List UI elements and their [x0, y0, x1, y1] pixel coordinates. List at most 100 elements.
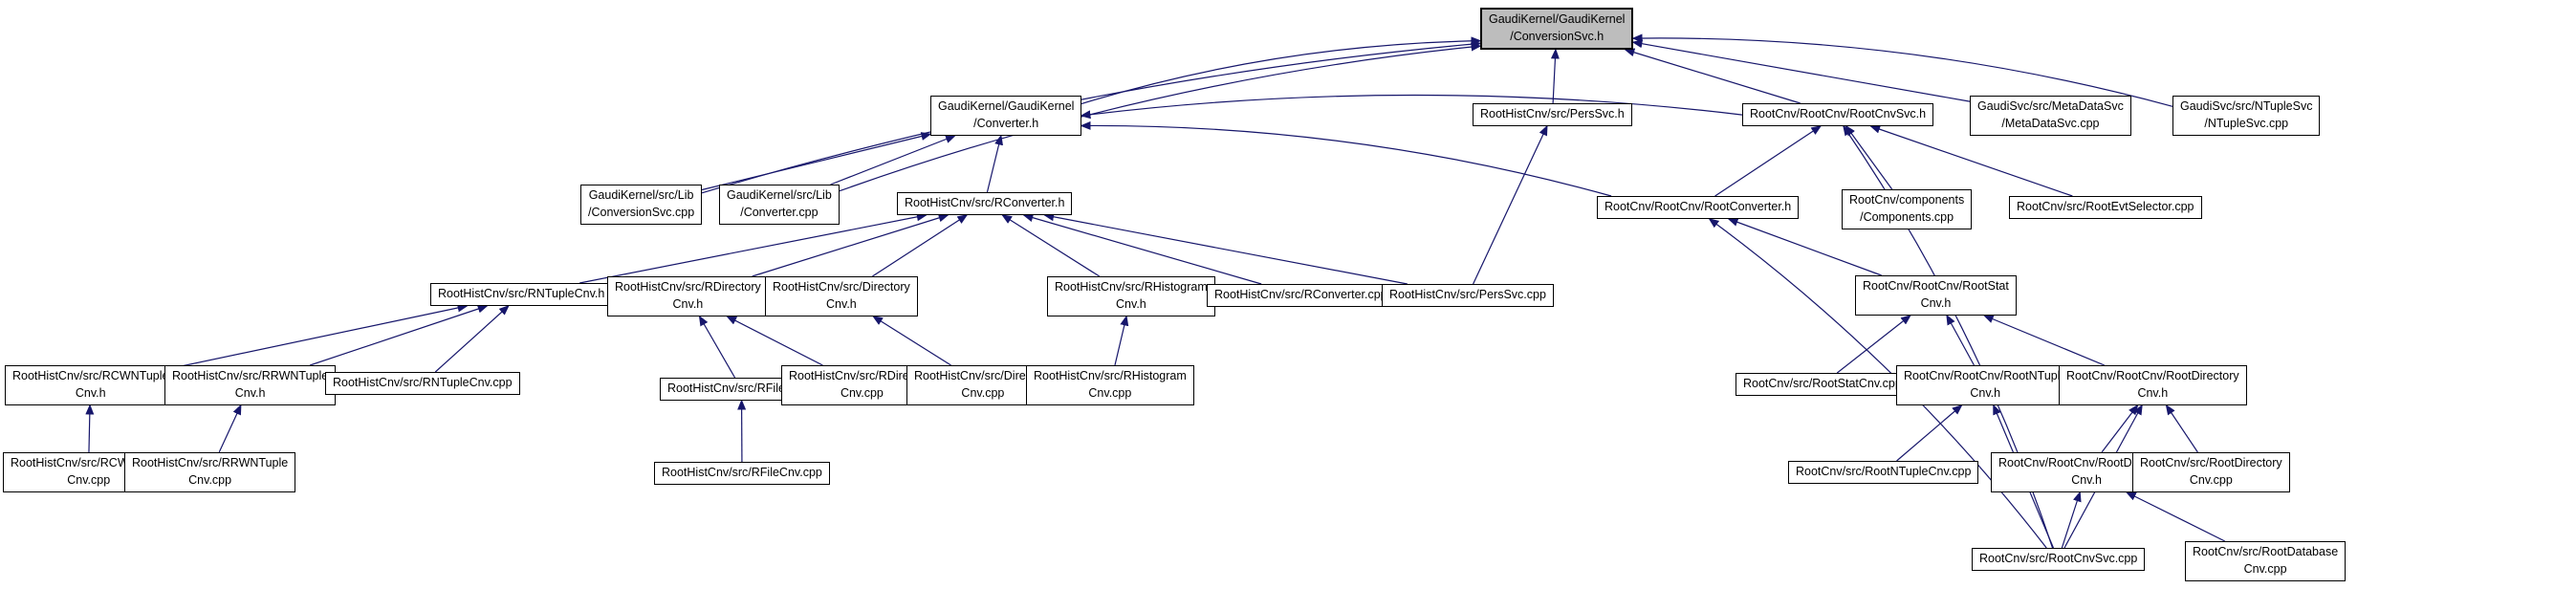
graph-node-label: Cnv.cpp — [840, 385, 884, 400]
graph-node-label: /Components.cpp — [1860, 209, 1954, 224]
graph-node-label: Cnv.h — [1116, 296, 1146, 311]
graph-node-label: RootCnv/RootCnv/RootDatabase — [1998, 456, 2175, 469]
graph-node-label: RootCnv/RootCnv/RootDirectory — [2066, 369, 2239, 382]
graph-node-label: RootCnv/RootCnv/RootCnvSvc.h — [1750, 107, 1927, 120]
include-edge-c-to-a — [1550, 48, 1560, 104]
include-edge-g-to-b — [701, 132, 932, 191]
include-edge-o-to-i — [872, 214, 969, 277]
graph-node-rootcnv-components-components-cpp[interactable]: RootCnv/components/Components.cpp — [1842, 189, 1973, 229]
graph-node-label: Cnv.h — [2071, 472, 2102, 487]
graph-node-gaudisvc-src-metadatasvc-metadatasvc-cpp[interactable]: GaudiSvc/src/MetaDataSvc/MetaDataSvc.cpp — [1970, 96, 2131, 136]
graph-node-label: Cnv.cpp — [188, 472, 232, 487]
graph-node-label: RootCnv/src/RootDirectory — [2140, 456, 2282, 469]
graph-node-label: GaudiSvc/src/NTupleSvc — [2180, 99, 2313, 113]
graph-node-label: RootHistCnv/src/RCWNTuple — [12, 369, 169, 382]
graph-node-rootcnv-src-rootstatcnv-cpp[interactable]: RootCnv/src/RootStatCnv.cpp — [1736, 373, 1910, 396]
graph-node-label: RootHistCnv/src/RDirectory — [789, 369, 935, 382]
graph-node-rootcnv-src-rootntuplecnv-cpp[interactable]: RootCnv/src/RootNTupleCnv.cpp — [1788, 461, 1979, 484]
include-edge-ag-to-ai — [2061, 491, 2082, 549]
graph-node-label: /ConversionSvc.cpp — [588, 205, 695, 219]
include-edge-y-to-o — [872, 316, 951, 366]
graph-node-label: GaudiKernel/GaudiKernel — [1489, 12, 1626, 26]
graph-node-roothistcnv-src-rfilecnv-cpp[interactable]: RootHistCnv/src/RFileCnv.cpp — [654, 462, 830, 485]
graph-node-label: RootHistCnv/src/RDirectory — [615, 280, 761, 294]
graph-node-label: Cnv.h — [234, 385, 266, 400]
graph-node-rootcnv-src-rootcnvsvc-cpp[interactable]: RootCnv/src/RootCnvSvc.cpp — [1972, 548, 2146, 571]
include-edge-j-to-d — [1714, 125, 1823, 197]
graph-node-label: Cnv.h — [826, 296, 857, 311]
include-edge-s-to-j — [1727, 218, 1882, 276]
graph-node-roothistcnv-src-perssvc-cpp[interactable]: RootHistCnv/src/PersSvc.cpp — [1382, 284, 1554, 307]
graph-node-label: Cnv.cpp — [67, 472, 111, 487]
include-edge-ab-to-s — [1946, 314, 1976, 366]
include-edge-h-to-b — [830, 135, 956, 185]
include-edge-ag-to-j — [1708, 218, 2047, 549]
graph-node-label: RootCnv/src/RootStatCnv.cpp — [1743, 377, 1902, 390]
graph-node-label: RootCnv/src/RootNTupleCnv.cpp — [1796, 465, 1972, 478]
graph-node-label: Cnv.cpp — [961, 385, 1005, 400]
include-edge-e-to-a — [1631, 39, 1971, 102]
include-edge-q-to-i — [1022, 213, 1262, 285]
include-edge-v-to-m — [434, 304, 510, 373]
graph-node-gaudikernel-gaudikernel-conversionsvc-h[interactable]: GaudiKernel/GaudiKernel/ConversionSvc.h — [1480, 8, 1634, 50]
graph-node-label: /Converter.cpp — [740, 205, 819, 219]
include-edge-z-to-p — [1114, 315, 1129, 366]
graph-node-label: RootHistCnv/src/RFileCnv.h — [667, 382, 816, 395]
include-edge-h-to-a — [839, 42, 1482, 192]
include-edge-l-to-d — [1869, 124, 2073, 197]
graph-node-roothistcnv-src-rconverter-cpp[interactable]: RootHistCnv/src/RConverter.cpp — [1207, 284, 1395, 307]
graph-node-gaudikernel-gaudikernel-converter-h[interactable]: GaudiKernel/GaudiKernel/Converter.h — [930, 96, 1082, 136]
include-edge-ai-to-ac — [2101, 404, 2139, 453]
graph-node-label: RootHistCnv/src/PersSvc.cpp — [1389, 288, 1546, 301]
graph-node-label: RootCnv/src/RootDatabase — [2193, 545, 2339, 558]
include-edge-ah-to-ab — [1896, 404, 1963, 462]
graph-node-label: RootHistCnv/src/PersSvc.h — [1480, 107, 1625, 120]
include-edge-w-to-n — [698, 315, 736, 379]
graph-node-gaudikernel-src-lib-conversionsvc-cpp[interactable]: GaudiKernel/src/Lib/ConversionSvc.cpp — [580, 185, 703, 225]
graph-node-rootcnv-src-rootevtselector-cpp[interactable]: RootCnv/src/RootEvtSelector.cpp — [2009, 196, 2202, 219]
include-edge-d-to-b — [1080, 94, 1743, 120]
graph-node-label: Cnv.h — [1920, 295, 1952, 310]
graph-node-label: Cnv.h — [75, 385, 106, 400]
include-edge-r-to-i — [1043, 212, 1408, 285]
graph-node-roothistcnv-src-rntuplecnv-cpp[interactable]: RootHistCnv/src/RNTupleCnv.cpp — [325, 372, 520, 395]
graph-node-gaudisvc-src-ntuplesvc-ntuplesvc-cpp[interactable]: GaudiSvc/src/NTupleSvc/NTupleSvc.cpp — [2172, 96, 2321, 136]
include-edge-t-to-m — [175, 303, 469, 368]
include-edge-n-to-i — [752, 213, 950, 277]
graph-node-roothistcnv-src-rntuplecnv-h[interactable]: RootHistCnv/src/RNTupleCnv.h — [430, 283, 613, 306]
include-edge-g-to-a — [701, 39, 1482, 194]
graph-node-label: RootCnv/RootCnv/RootNTuple — [1904, 369, 2067, 382]
graph-node-rootcnv-rootcnv-rootcnvsvc-h[interactable]: RootCnv/RootCnv/RootCnvSvc.h — [1742, 103, 1934, 126]
include-edge-i-to-b — [986, 134, 1003, 193]
graph-node-gaudikernel-src-lib-converter-cpp[interactable]: GaudiKernel/src/Lib/Converter.cpp — [719, 185, 840, 225]
graph-node-label: RootHistCnv/src/Directory — [773, 280, 910, 294]
graph-node-label: Cnv.h — [1970, 385, 2001, 400]
include-edge-k-to-d — [1845, 124, 1893, 190]
graph-node-label: GaudiKernel/GaudiKernel — [938, 99, 1075, 113]
graph-node-label: Cnv.cpp — [1088, 385, 1132, 400]
graph-node-label: Cnv.cpp — [2243, 561, 2287, 576]
graph-node-label: RootHistCnv/src/RHistogram — [1055, 280, 1208, 294]
graph-node-label: RootHistCnv/src/RNTupleCnv.cpp — [333, 376, 513, 389]
include-edge-f-to-a — [1631, 33, 2173, 107]
graph-node-roothistcnv-src-perssvc-h[interactable]: RootHistCnv/src/PersSvc.h — [1473, 103, 1632, 126]
graph-node-rootcnv-rootcnv-rootconverter-h[interactable]: RootCnv/RootCnv/RootConverter.h — [1597, 196, 1800, 219]
graph-node-roothistcnv-src-rconverter-h[interactable]: RootHistCnv/src/RConverter.h — [897, 192, 1073, 215]
include-edge-ak-to-ai — [2125, 491, 2226, 542]
include-edge-aj-to-ac — [2165, 404, 2198, 453]
include-edge-b-to-a — [1081, 36, 1482, 105]
